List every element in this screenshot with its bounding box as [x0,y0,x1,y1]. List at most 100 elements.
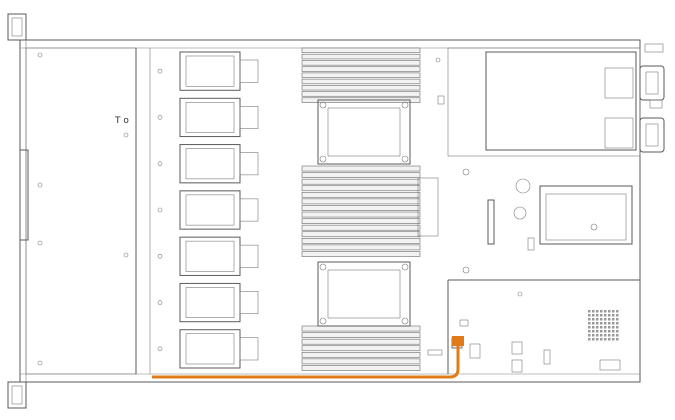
vent-hole [588,322,591,325]
vent-hole [588,314,591,317]
vent-hole [612,310,615,313]
dimm-slot [301,205,421,211]
dimm-slot [301,172,421,178]
vent-hole [612,318,615,321]
vent-hole [616,314,619,317]
vent-hole [600,330,603,333]
dimm-slot [301,224,421,231]
vent-hole [600,338,603,341]
vent-hole [612,330,615,333]
fan-frame [179,97,241,138]
fan-frame [179,190,241,230]
vent-hole [612,322,615,325]
highlighted-cable [152,346,460,379]
dimm-slot [301,338,421,345]
fan-module [157,190,259,230]
fan-module [157,97,259,138]
dimm-slot [301,218,421,224]
vent-hole [592,318,595,321]
dimm-slot [301,165,421,172]
vent-hole [616,318,619,321]
dimm-slot [301,211,421,218]
vent-hole [596,326,599,329]
vent-hole [604,330,607,333]
dimm-slot [301,198,421,205]
vent-hole [596,330,599,333]
vent-hole [588,310,591,313]
vent-hole [600,326,603,329]
vent-hole [604,314,607,317]
fan-screw [157,68,163,74]
vent-hole [596,318,599,321]
processor-socket-2 [317,261,411,327]
vent-hole [604,326,607,329]
rack-ear-top [7,13,27,41]
vent-hole [596,334,599,337]
vent-hole [588,334,591,337]
dimm-slot [301,60,421,66]
dimm-slot [301,47,421,54]
dimm-slot [301,351,421,358]
vent-hole [612,314,615,317]
fan-frame [179,144,241,184]
dimm-slot [301,251,421,257]
vent-hole [608,318,611,321]
vent-hole [608,326,611,329]
rack-ear-bottom [7,381,27,409]
fan-screw [157,115,163,120]
fan-blade-area [185,333,235,365]
dimm-slot [301,332,421,338]
vent-hole [608,310,611,313]
power-supply-handle-1 [639,65,665,101]
fan-module [157,51,259,91]
vent-hole [600,322,603,325]
vent-hole [592,334,595,337]
dimm-slot [301,244,421,251]
fan-connector [239,244,259,268]
processor-socket-1 [317,99,411,165]
vent-hole [608,338,611,341]
dimm-slot [301,91,421,97]
vent-hole [600,318,603,321]
fan-connector [239,152,259,176]
fan-frame [179,329,241,369]
vent-hole [616,326,619,329]
riser-cage [447,185,640,374]
fan-connector [239,59,259,83]
dimm-slot [301,85,421,91]
dimm-banks [301,47,421,371]
vent-hole [600,334,603,337]
vent-hole [588,326,591,329]
vent-hole [604,334,607,337]
vent-hole [592,322,595,325]
fan-screw [157,300,163,305]
fan-screw [157,161,163,167]
dimm-slot [301,231,421,238]
vent-hole [592,338,595,341]
fan-blade-area [185,240,235,272]
vent-hole [604,338,607,341]
fan-blade-area [185,194,235,226]
vent-hole [616,338,619,341]
vent-hole [616,334,619,337]
vent-hole [604,322,607,325]
fan-module [157,329,259,369]
vent-hole [616,330,619,333]
vent-hole [612,326,615,329]
fan-connector [239,198,259,222]
dimm-slot [301,325,421,332]
vent-hole [608,330,611,333]
vent-hole [596,310,599,313]
cable-connector [452,336,464,346]
vent-hole [592,314,595,317]
vent-hole [600,314,603,317]
dimm-bank [301,325,421,371]
fan-module [157,236,259,276]
dimm-bank [301,165,421,257]
fan-module [157,144,259,184]
fan-array [157,51,259,369]
psu-latches [644,43,664,109]
fan-module [157,282,259,323]
vent-hole [604,310,607,313]
vent-hole [608,334,611,337]
